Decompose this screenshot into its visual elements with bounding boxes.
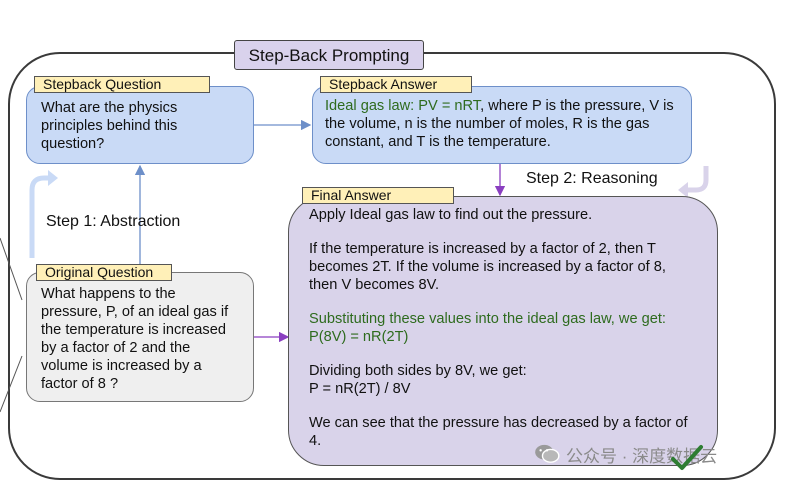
stepback-question-box: What are the physics principles behind t… bbox=[26, 86, 254, 164]
final-answer-p3: Substituting these values into the ideal… bbox=[309, 311, 666, 345]
original-question-text: What happens to the pressure, P, of an i… bbox=[41, 286, 229, 392]
checkmark-icon bbox=[671, 445, 703, 470]
final-answer-tag: Final Answer bbox=[302, 187, 454, 204]
step1-label: Step 1: Abstraction bbox=[46, 213, 181, 230]
watermark-text: 公众号 · 深度数据云 bbox=[566, 446, 718, 466]
diagram-title: Step-Back Prompting bbox=[234, 40, 424, 70]
final-answer-p4a: Dividing both sides by 8V, we get: bbox=[309, 363, 527, 379]
stepback-answer-text: Ideal gas law: PV = nRT, where P is the … bbox=[325, 97, 679, 151]
wechat-icon bbox=[535, 444, 560, 463]
original-question-box: What happens to the pressure, P, of an i… bbox=[26, 272, 254, 402]
final-answer-p4b: P = nR(2T) / 8V bbox=[309, 381, 411, 397]
original-question-tag: Original Question bbox=[36, 264, 172, 281]
final-answer-p1: Apply Ideal gas law to find out the pres… bbox=[309, 207, 593, 223]
final-answer-p2: If the temperature is increased by a fac… bbox=[309, 241, 666, 293]
stepback-answer-tag: Stepback Answer bbox=[320, 76, 472, 93]
stepback-question-text: What are the physics principles behind t… bbox=[41, 100, 178, 152]
curved-arrow-head-icon bbox=[48, 170, 58, 186]
edge-line bbox=[0, 237, 23, 301]
curved-arrow-right-icon bbox=[684, 166, 709, 193]
edge-line bbox=[0, 355, 23, 413]
final-answer-p5: We can see that the pressure has decreas… bbox=[309, 415, 688, 449]
curved-arrow-right-head-icon bbox=[678, 182, 688, 198]
final-answer-box: Apply Ideal gas law to find out the pres… bbox=[288, 196, 718, 466]
ideal-gas-law-highlight: Ideal gas law: PV = nRT bbox=[325, 98, 481, 114]
stepback-answer-rest: , where P is the pressure, V is the volu… bbox=[325, 98, 674, 150]
watermark: 公众号 · 深度数据云 bbox=[534, 440, 717, 468]
stepback-answer-box: Ideal gas law: PV = nRT, where P is the … bbox=[312, 86, 692, 164]
step2-label: Step 2: Reasoning bbox=[526, 170, 658, 187]
curved-arrow-icon bbox=[29, 175, 52, 258]
stepback-question-tag: Stepback Question bbox=[34, 76, 210, 93]
